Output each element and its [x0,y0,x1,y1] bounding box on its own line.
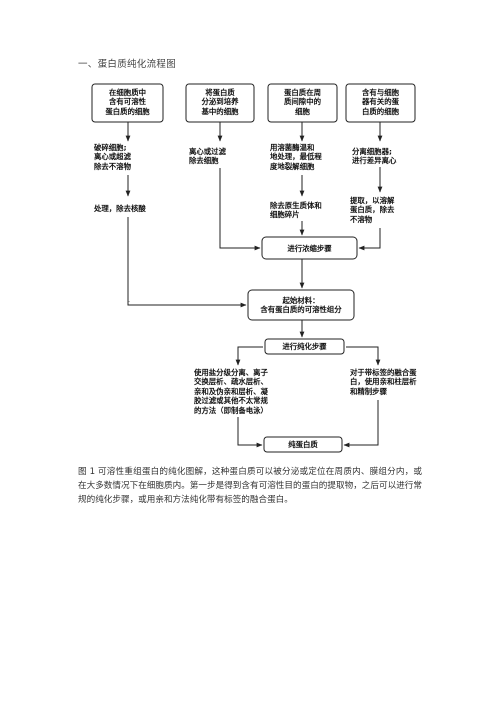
text-line: 白质的细胞 [362,106,399,116]
text-line: 细胞 [295,106,310,116]
starting-text: 起始材料：含有蛋白质的可溶性组分 [248,296,354,315]
text-line: 离心或过滤 [189,147,226,156]
text-line: 离心或超滤 [94,152,131,162]
text-line: 除去原生质体和 [270,201,322,210]
text-line: 使用盐分级分离、离子 [194,368,268,377]
text-line: 交换层析、疏水层析、 [194,377,268,387]
text-line: 进行差异离心 [352,156,397,166]
text-line: 器有关的蛋 [362,97,399,107]
text-line: 不溶物 [350,214,373,224]
step3a-text: 用溶菌酶温和地处理，最低程度地裂解细胞 [270,143,322,171]
text-line: 进行浓缩步骤 [287,244,332,253]
step1a-text: 破碎细胞;离心或超滤除去不溶物 [94,143,131,171]
text-line: 除去细胞 [189,156,219,166]
text-line: 蛋白质，除去 [350,205,395,215]
box1-text: 在细胞质中含有可溶性蛋白质的细胞 [92,88,163,116]
text-line: 质间隙中的 [284,97,321,107]
box4-text: 含有与细胞器有关的蛋白质的细胞 [346,88,415,116]
text-line: 度地裂解细胞 [270,161,315,171]
box3-text: 蛋白质在周质间隙中的细胞 [268,88,337,116]
stray-dot: . [128,296,131,304]
text-line: 进行纯化步骤 [282,342,327,351]
text-line: 蛋白质的细胞 [105,106,150,116]
text-line: 将蛋白质 [205,88,235,97]
text-line: 在细胞质中 [109,88,146,97]
text-line: 用溶菌酶温和 [270,143,315,152]
text-line: 地处理，最低程 [270,152,322,162]
text-line: 含有与细胞 [362,88,399,97]
method-right-text: 对于带标签的融合蛋白，使用亲和柱层析和精制步骤 [350,368,417,396]
text-line: 除去不溶物 [94,161,131,171]
purify-text: 进行纯化步骤 [265,342,344,351]
text-line: 基中的细胞 [201,106,239,116]
text-line: 分泌到培养 [201,97,239,107]
step4b-text: 提取，以溶解蛋白质，除去不溶物 [350,196,394,224]
concentrate-frame [261,236,358,260]
text-line: 对于带标签的融合蛋 [350,368,417,377]
text-line: 和精制步骤 [350,386,387,396]
step2a-text: 离心或过滤除去细胞 [189,147,226,166]
text-line: 分离细胞器; [352,147,392,156]
text-line: 胶过滤或其他不太常规 [194,396,268,406]
starting-frame [247,289,355,321]
purify-frame [264,338,345,355]
step4a-text: 分离细胞器;进行差异离心 [352,147,396,166]
box2-text: 将蛋白质分泌到培养基中的细胞 [186,88,254,116]
text-line: 提取，以溶解 [350,196,395,205]
pure-text: 纯蛋白质 [264,440,342,449]
text-line: 亲和及伪亲和层析、凝 [194,386,268,396]
method-left-text: 使用盐分级分离、离子交换层析、疏水层析、亲和及伪亲和层析、凝胶过滤或其他不太常规… [194,368,268,415]
text-line: 起始材料： [282,296,320,305]
page-heading: 一、蛋白质纯化流程图 [78,59,177,70]
step1b-text: 处理，除去核酸 [94,204,146,213]
text-line: 白，使用亲和柱层析 [350,377,417,387]
pure-frame [263,436,343,453]
text-line: 细胞碎片 [270,210,300,220]
concentrate-text: 进行浓缩步骤 [262,244,357,253]
figure-caption: 图 1 可溶性重组蛋白的纯化图解，这种蛋白质可以被分泌或定位在周质内、膜组分内，… [78,467,422,505]
step3b-text: 除去原生质体和细胞碎片 [270,201,322,220]
text-line: 蛋白质在周 [284,88,321,97]
text-line: 破碎细胞; [94,143,127,152]
text-line: 的方法（即制备电泳） [194,405,268,415]
text-line: 含有可溶性 [109,97,146,107]
text-line: 含有蛋白质的可溶性组分 [260,305,342,315]
text-line: 纯蛋白质 [288,440,318,449]
flow-lines [91,83,416,453]
text-line: 处理，除去核酸 [94,204,146,213]
